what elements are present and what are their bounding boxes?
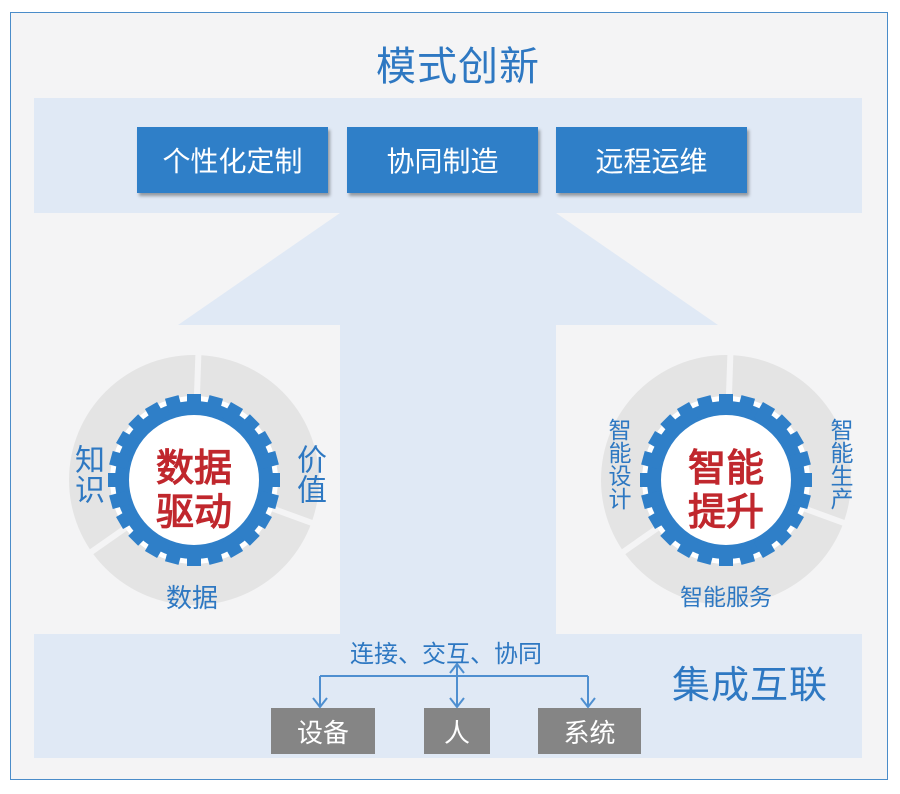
connector-arrowheads xyxy=(312,662,596,709)
gear-tooth xyxy=(116,507,139,530)
gear-tooth xyxy=(116,430,139,453)
integration-interconnection-title: 集成互联 xyxy=(672,663,829,707)
connect-interact-collaborate-text: 连接、交互、协同 xyxy=(350,640,542,668)
gear-tooth xyxy=(257,490,279,510)
gear-tooth xyxy=(164,543,184,565)
gear-tooth xyxy=(109,450,131,470)
gear-tooth xyxy=(753,402,776,425)
gear-tooth xyxy=(257,450,279,470)
remote-maintenance-box: 远程运维 xyxy=(556,127,747,193)
up-arrow xyxy=(178,213,718,634)
collaborative-manufacturing-box: 协同制造 xyxy=(347,127,538,193)
gear-tooth xyxy=(676,535,699,558)
gear-tooth xyxy=(108,473,126,487)
gear-tooth xyxy=(187,548,201,566)
device-box: 设备 xyxy=(271,708,375,754)
gear-tooth xyxy=(769,414,792,437)
left-wheel-label-knowledge: 知识 xyxy=(69,444,104,504)
gear-tooth xyxy=(781,507,804,530)
gear-tooth xyxy=(676,402,699,425)
gear-tooth xyxy=(641,490,663,510)
gear-tooth xyxy=(249,430,272,453)
gear-tooth xyxy=(736,395,756,417)
gear-tooth xyxy=(719,548,733,566)
personalized-customization-box: 个性化定制 xyxy=(137,127,328,193)
right-wheel-label-smart-service: 智能服务 xyxy=(680,585,772,611)
gear-tooth xyxy=(648,430,671,453)
gear-tooth xyxy=(221,402,244,425)
gear-tooth xyxy=(204,543,224,565)
gear-tooth xyxy=(109,490,131,510)
gear-tooth xyxy=(128,523,151,546)
left-wheel-label-value: 价值 xyxy=(291,444,326,504)
gear-tooth xyxy=(641,450,663,470)
right-wheel-center-line2: 提升 xyxy=(687,490,764,534)
gear-tooth xyxy=(789,490,811,510)
gear-tooth xyxy=(719,394,733,412)
gear-tooth xyxy=(164,395,184,417)
gear-tooth xyxy=(660,523,683,546)
gear-tooth xyxy=(204,395,224,417)
wheel-separator xyxy=(193,351,202,397)
gear-tooth xyxy=(128,414,151,437)
gear-tooth xyxy=(237,414,260,437)
wheel-separator xyxy=(803,505,848,527)
gear-tooth xyxy=(249,507,272,530)
gear-tooth xyxy=(144,402,167,425)
wheel-separator xyxy=(725,351,734,397)
gear-tooth xyxy=(696,395,716,417)
left-wheel-center-line2: 驱动 xyxy=(155,490,232,534)
connector-lines xyxy=(319,665,589,706)
wheel-separator xyxy=(619,525,659,556)
left-wheel-label-data: 数据 xyxy=(166,584,219,614)
gear-tooth xyxy=(262,473,280,487)
right-wheel-label-smart-design: 智能设计 xyxy=(604,418,630,510)
wheel-separator xyxy=(87,525,127,556)
gear-tooth xyxy=(648,507,671,530)
right-wheel-label-smart-production: 智能生产 xyxy=(826,418,852,510)
gear-tooth xyxy=(769,523,792,546)
wheel-separator xyxy=(271,505,316,527)
gear-tooth xyxy=(660,414,683,437)
system-box: 系统 xyxy=(538,708,641,754)
left-wheel-center-line1: 数据 xyxy=(155,446,232,490)
left-wheel xyxy=(69,351,319,605)
right-wheel-center-line1: 智能 xyxy=(687,446,764,490)
gear-center xyxy=(132,418,256,542)
gear-tooth xyxy=(221,535,244,558)
gear-tooth xyxy=(640,473,658,487)
mode-innovation-title: 模式创新 xyxy=(376,44,540,90)
gear-tooth xyxy=(696,543,716,565)
gear-tooth xyxy=(237,523,260,546)
gear-tooth xyxy=(736,543,756,565)
gear-tooth xyxy=(789,450,811,470)
gear-tooth xyxy=(794,473,812,487)
people-box: 人 xyxy=(424,708,490,754)
right-wheel xyxy=(601,351,851,605)
gear-center xyxy=(664,418,788,542)
gear-tooth xyxy=(753,535,776,558)
gear-tooth xyxy=(781,430,804,453)
gear-tooth xyxy=(144,535,167,558)
gear-tooth xyxy=(187,394,201,412)
